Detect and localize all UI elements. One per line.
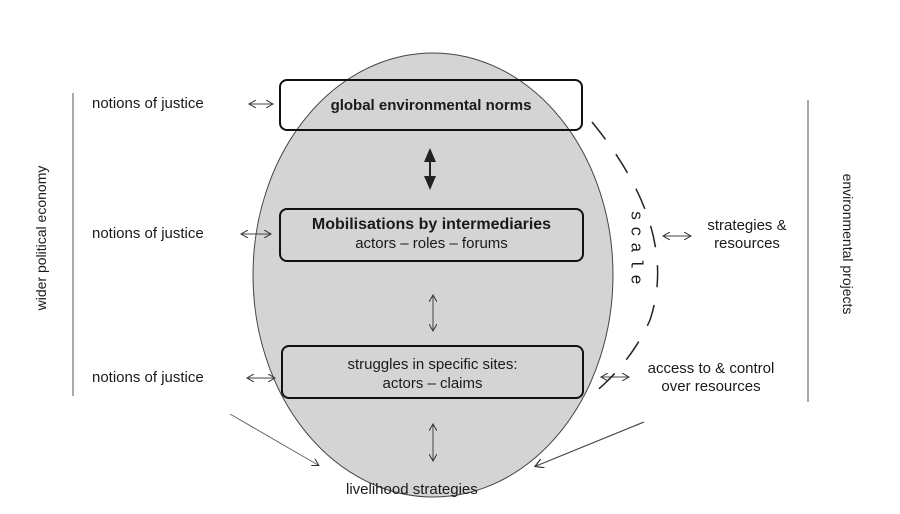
top-box <box>279 79 583 131</box>
bottom-box-line1: struggles in specific sites: <box>347 356 518 373</box>
right-label-strategies-line1: strategies & <box>707 217 787 234</box>
middle-box-subtitle: actors – roles – forums <box>355 235 508 252</box>
scale-letter-s: s <box>625 210 645 221</box>
scale-letter-l: l <box>625 258 645 269</box>
right-side-label: environmental projects <box>840 173 856 315</box>
central-ellipse <box>252 52 614 498</box>
right-label-strategies: strategies & resources <box>692 217 802 253</box>
middle-box-text: Mobilisations by intermediaries actors –… <box>280 215 583 253</box>
right-label-access: access to & control over resources <box>628 360 794 396</box>
bottom-box-text: struggles in specific sites: actors – cl… <box>282 355 583 393</box>
right-label-strategies-line2: resources <box>714 235 780 252</box>
left-label-justice-1: notions of justice <box>92 95 204 112</box>
diag-arrow-left <box>229 413 318 465</box>
scale-letter-a: a <box>625 242 645 253</box>
top-box-label: global environmental norms <box>330 97 532 114</box>
scale-letter-c: c <box>625 226 645 237</box>
middle-box <box>279 208 584 262</box>
bottom-box-line2: actors – claims <box>382 375 483 392</box>
bottom-label-livelihood: livelihood strategies <box>346 481 478 498</box>
diag-arrow-right <box>536 421 645 466</box>
right-label-access-line1: access to & control <box>647 360 775 377</box>
left-label-justice-2: notions of justice <box>92 225 204 242</box>
scale-arc <box>587 121 659 399</box>
left-label-justice-3: notions of justice <box>92 369 204 386</box>
scale-letter-e: e <box>625 274 645 285</box>
left-side-label: wider political economy <box>33 165 49 311</box>
bottom-box <box>281 345 584 399</box>
right-label-access-line2: over resources <box>661 378 761 395</box>
middle-box-title: Mobilisations by intermediaries <box>311 216 552 233</box>
